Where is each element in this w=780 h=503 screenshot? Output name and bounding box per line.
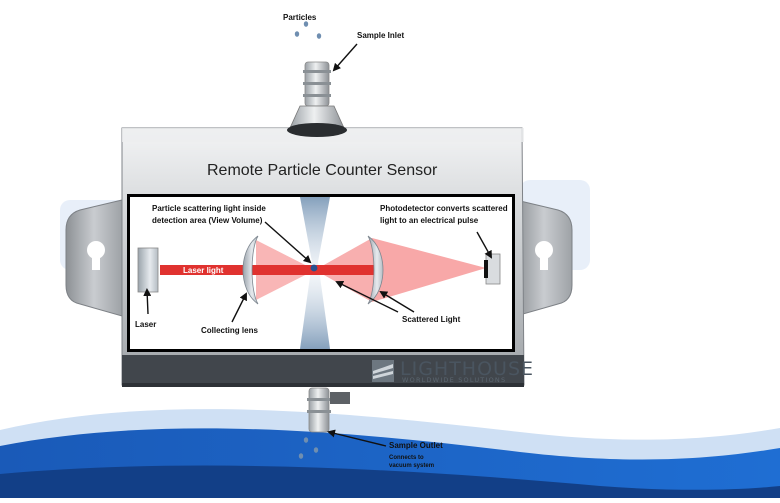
collecting-lens-left (242, 235, 259, 305)
bottom-wave (0, 409, 780, 498)
label-scattered-light: Scattered Light (402, 315, 461, 324)
collecting-lens-right (367, 235, 384, 305)
sample-outlet-fitting (307, 387, 350, 433)
photodetector-sensor (484, 260, 488, 278)
label-collecting-lens: Collecting lens (201, 326, 258, 335)
left-bracket (65, 199, 123, 317)
lighthouse-logo-text: LIGHTHOUSE (400, 358, 535, 380)
sample-inlet-fitting (287, 61, 347, 137)
view-volume-particle (310, 264, 318, 272)
label-laser: Laser (135, 320, 157, 329)
lighthouse-logo-icon (372, 360, 394, 382)
label-sample-inlet: Sample Inlet (357, 31, 405, 40)
laser-beam (160, 265, 375, 275)
photodetector (485, 253, 501, 285)
right-bracket (515, 199, 573, 317)
lighthouse-logo-tagline: WORLDWIDE SOLUTIONS (402, 376, 507, 384)
laser-unit (137, 247, 159, 293)
particles (294, 21, 322, 459)
detection-chamber (127, 194, 515, 352)
label-laser-light: Laser light (183, 266, 224, 275)
callout-arrows (143, 43, 492, 447)
label-sample-outlet: Sample Outlet (389, 441, 443, 450)
label-scattering-line1: Particle scattering light inside (152, 204, 266, 213)
label-particles: Particles (283, 13, 317, 22)
diagram-title: Remote Particle Counter Sensor (207, 162, 438, 179)
label-scattering-line2: detection area (View Volume) (152, 216, 263, 225)
label-outlet-note-line1: Connects to (389, 455, 424, 461)
label-outlet-note-line2: vacuum system (389, 463, 435, 469)
label-photodetector-line2: light to an electrical pulse (380, 216, 479, 225)
label-photodetector-line1: Photodetector converts scattered (380, 204, 508, 213)
scatter-cone-right (372, 238, 486, 302)
